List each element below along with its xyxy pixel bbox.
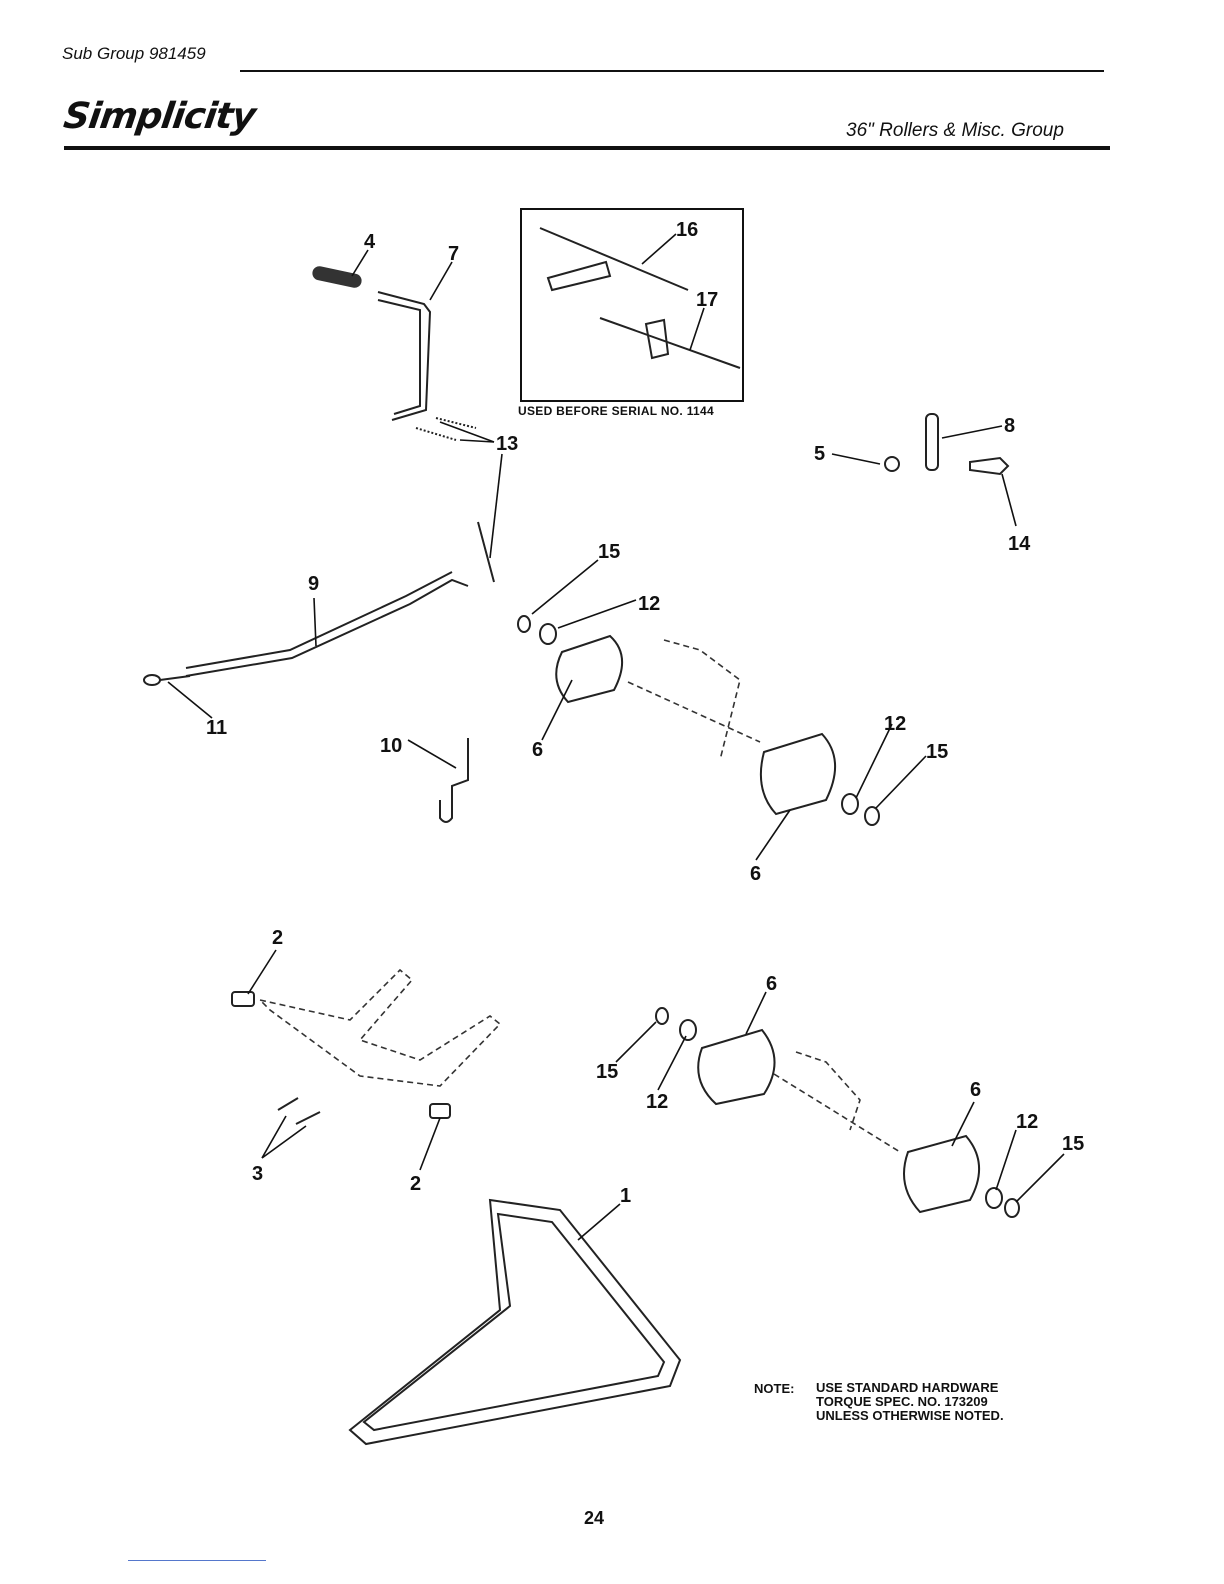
hardware-upper-right (885, 414, 1008, 474)
lower-frame (232, 970, 500, 1124)
callout-12-d: 12 (1016, 1111, 1038, 1133)
callout-3: 3 (252, 1163, 263, 1185)
note-label: NOTE: (754, 1381, 794, 1396)
note-body: USE STANDARD HARDWARE TORQUE SPEC. NO. 1… (816, 1381, 1004, 1423)
part-belt (350, 1200, 680, 1444)
callout-9: 9 (308, 573, 319, 595)
callout-10: 10 (380, 735, 402, 757)
callout-13: 13 (496, 433, 518, 455)
note-line-1: USE STANDARD HARDWARE (816, 1381, 1004, 1395)
page-number: 24 (584, 1508, 604, 1529)
part-springs (416, 418, 494, 582)
callout-14: 14 (1008, 533, 1031, 555)
part-grip (311, 265, 363, 289)
callout-6-d: 6 (970, 1079, 981, 1101)
callout-15-c: 15 (596, 1061, 618, 1083)
callout-12-a: 12 (638, 593, 660, 615)
callout-2-b: 2 (410, 1173, 421, 1195)
callout-5: 5 (814, 443, 825, 465)
callout-6-a: 6 (532, 739, 543, 761)
callout-15-d: 15 (1062, 1133, 1084, 1155)
upper-roller-assembly (518, 616, 879, 825)
lower-roller-assembly (656, 1008, 1019, 1217)
part-rod (186, 572, 468, 676)
callout-1: 1 (620, 1185, 631, 1207)
callout-15-a: 15 (598, 541, 620, 563)
callout-6-c: 6 (766, 973, 777, 995)
callout-8: 8 (1004, 415, 1015, 437)
callout-4: 4 (364, 231, 376, 253)
part-lever-handle (378, 292, 430, 420)
callout-12-b: 12 (884, 713, 906, 735)
inset-caption: USED BEFORE SERIAL NO. 1144 (518, 404, 714, 418)
note-line-3: UNLESS OTHERWISE NOTED. (816, 1409, 1004, 1423)
note-line-2: TORQUE SPEC. NO. 173209 (816, 1395, 1004, 1409)
callout-11: 11 (206, 717, 227, 739)
callout-6-b: 6 (750, 863, 761, 885)
inset-box (520, 208, 744, 402)
callout-7: 7 (448, 243, 459, 265)
part-hook (440, 738, 468, 822)
part-clip (144, 675, 190, 685)
bottom-link-underline (128, 1560, 266, 1561)
callout-2-a: 2 (272, 927, 283, 949)
callout-12-c: 12 (646, 1091, 668, 1113)
callout-15-b: 15 (926, 741, 948, 763)
